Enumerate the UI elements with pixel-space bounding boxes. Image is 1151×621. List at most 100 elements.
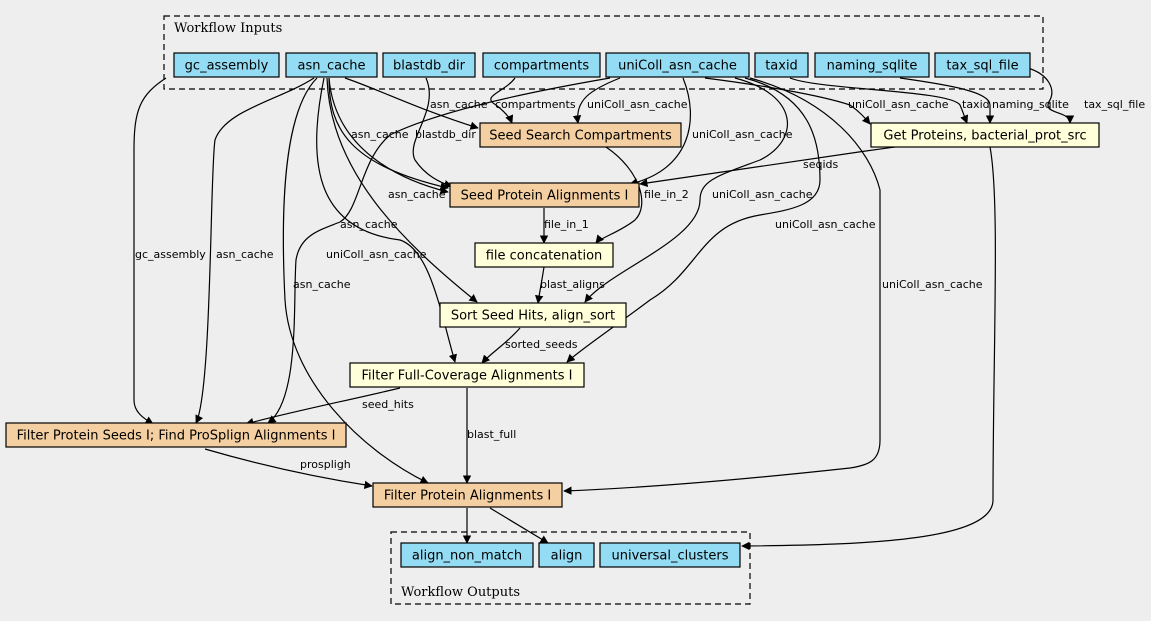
node-label: file concatenation [486,249,603,264]
workflow-outputs-cluster: Workflow Outputs [390,531,751,605]
node-label: blastdb_dir [393,59,466,74]
edge-unicoll-to-seed-search [572,77,621,124]
edge-asn-cache-to-filter-protein [282,77,429,484]
node-label: Filter Protein Alignments I [384,489,551,504]
edge-label: gc_assembly [135,248,206,261]
node-label: Seed Search Compartments [489,129,672,144]
edge-gc-assembly-to-filter-seeds [133,77,167,425]
edge-label: taxid [962,98,990,111]
node-label: naming_sqlite [827,59,918,74]
edge-label: uniColl_asn_cache [712,188,813,201]
node-tax-sql-file[interactable]: tax_sql_file [934,52,1031,78]
edge-asn-cache-to-seed-search [344,77,479,130]
node-asn-cache[interactable]: asn_cache [285,52,378,78]
edge-label: blast_aligns [540,278,605,291]
edge-label: uniColl_asn_cache [326,248,427,261]
edge-compartments-to-seed-search [490,77,516,124]
node-label: Get Proteins, bacterial_prot_src [883,129,1086,144]
edge-label: blast_full [467,428,516,441]
edge-label: asn_cache [340,218,398,231]
node-label: align [551,549,583,564]
edge-label: seed_hits [362,398,414,411]
edge-unicoll-to-filter-seeds [267,77,611,424]
edge-asn-cache-to-filter-seeds [195,77,315,424]
edge-filter-seeds-to-filter-protein [204,448,373,490]
node-label: compartments [494,59,589,74]
node-label: Filter Protein Seeds I; Find ProSplign A… [17,429,336,444]
node-filter-protein-alignments[interactable]: Filter Protein Alignments I [372,482,563,508]
edge-unicoll-to-sort-seed [584,77,788,303]
edge-label: file_in_1 [544,218,589,231]
node-taxid[interactable]: taxid [754,52,809,78]
node-unicoll-asn-cache[interactable]: uniColl_asn_cache [605,52,750,78]
node-align-non-match[interactable]: align_non_match [400,542,534,568]
edge-naming-sqlite-to-get-proteins [899,77,995,124]
edge-label: tax_sql_file [1084,98,1145,111]
edge-label: prospligh [300,458,351,471]
edge-unicoll-to-get-proteins [704,77,871,125]
node-seed-search-compartments[interactable]: Seed Search Compartments [479,122,682,148]
edge-label: asn_cache [216,248,274,261]
node-align[interactable]: align [538,542,595,568]
edge-label: asn_cache [430,98,488,111]
node-blastdb-dir[interactable]: blastdb_dir [382,52,476,78]
edge-label: uniColl_asn_cache [882,278,983,291]
edge-label: uniColl_asn_cache [692,128,793,141]
edge-file-concat-to-sort-seed [534,266,545,304]
node-universal-clusters[interactable]: universal_clusters [599,542,741,568]
workflow-inputs-cluster: Workflow Inputs [163,15,1044,90]
edge-sort-seed-to-filter-full [481,327,521,364]
edge-label: uniColl_asn_cache [848,98,949,111]
edge-filter-full-to-filter-seeds [245,387,401,427]
edge-label: asn_cache [388,188,446,201]
edge-blastdb-dir-to-seed-protein [412,77,453,189]
node-naming-sqlite[interactable]: naming_sqlite [814,52,930,78]
edges [133,67,1075,551]
edge-asn-cache-to-sort-seed [326,77,478,303]
node-label: Filter Full-Coverage Alignments I [361,369,572,384]
edge-seed-search-to-file-concat [595,146,643,244]
node-label: taxid [765,59,798,74]
node-label: gc_assembly [185,59,269,74]
node-seed-protein-alignments[interactable]: Seed Protein Alignments I [449,182,640,208]
step-nodes: Seed Search Compartments Get Proteins, b… [5,122,1100,508]
edge-label: uniColl_asn_cache [775,218,876,231]
edge-get-proteins-to-seed-protein [639,146,896,188]
node-gc-assembly[interactable]: gc_assembly [173,52,280,78]
edge-get-proteins-to-universal-clusters [741,146,996,551]
node-sort-seed-hits[interactable]: Sort Seed Hits, align_sort [439,302,627,328]
workflow-inputs-label: Workflow Inputs [174,21,282,36]
edge-label: uniColl_asn_cache [587,98,688,111]
output-nodes: align_non_match align universal_clusters [400,542,741,568]
edge-label: compartments [495,98,576,111]
edge-label: asn_cache [351,128,409,141]
edge-tax-sql-file-to-get-proteins [1027,67,1075,124]
node-filter-full-coverage[interactable]: Filter Full-Coverage Alignments I [349,362,585,388]
edge-label: naming_sqlite [992,98,1069,111]
edge-labels: asn_cache compartments uniColl_asn_cache… [135,98,1145,471]
edge-unicoll-to-seed-protein [629,77,691,187]
node-label: align_non_match [412,549,522,564]
edge-asn-cache-to-seed-protein-a [328,77,449,191]
workflow-outputs-label: Workflow Outputs [401,585,520,600]
edge-label: blastdb_dir [415,128,476,141]
node-label: Seed Protein Alignments I [461,189,629,204]
node-label: tax_sql_file [946,59,1018,74]
node-label: asn_cache [298,59,366,74]
edge-label: asn_cache [293,278,351,291]
node-file-concatenation[interactable]: file concatenation [474,242,614,268]
node-filter-protein-seeds[interactable]: Filter Protein Seeds I; Find ProSplign A… [5,422,347,448]
node-get-proteins[interactable]: Get Proteins, bacterial_prot_src [870,122,1100,148]
edge-taxid-to-get-proteins [789,77,969,124]
edge-filter-protein-to-align [489,507,549,544]
node-label: Sort Seed Hits, align_sort [451,309,615,324]
edge-unicoll-to-filter-protein [563,77,881,495]
edge-label: sorted_seeds [505,338,578,351]
edge-label: seqids [803,158,839,171]
node-label: universal_clusters [612,549,729,564]
input-nodes: gc_assembly asn_cache blastdb_dir compar… [173,52,1031,78]
node-compartments[interactable]: compartments [482,52,601,78]
node-label: uniColl_asn_cache [618,59,737,74]
edge-label: file_in_2 [644,188,689,201]
